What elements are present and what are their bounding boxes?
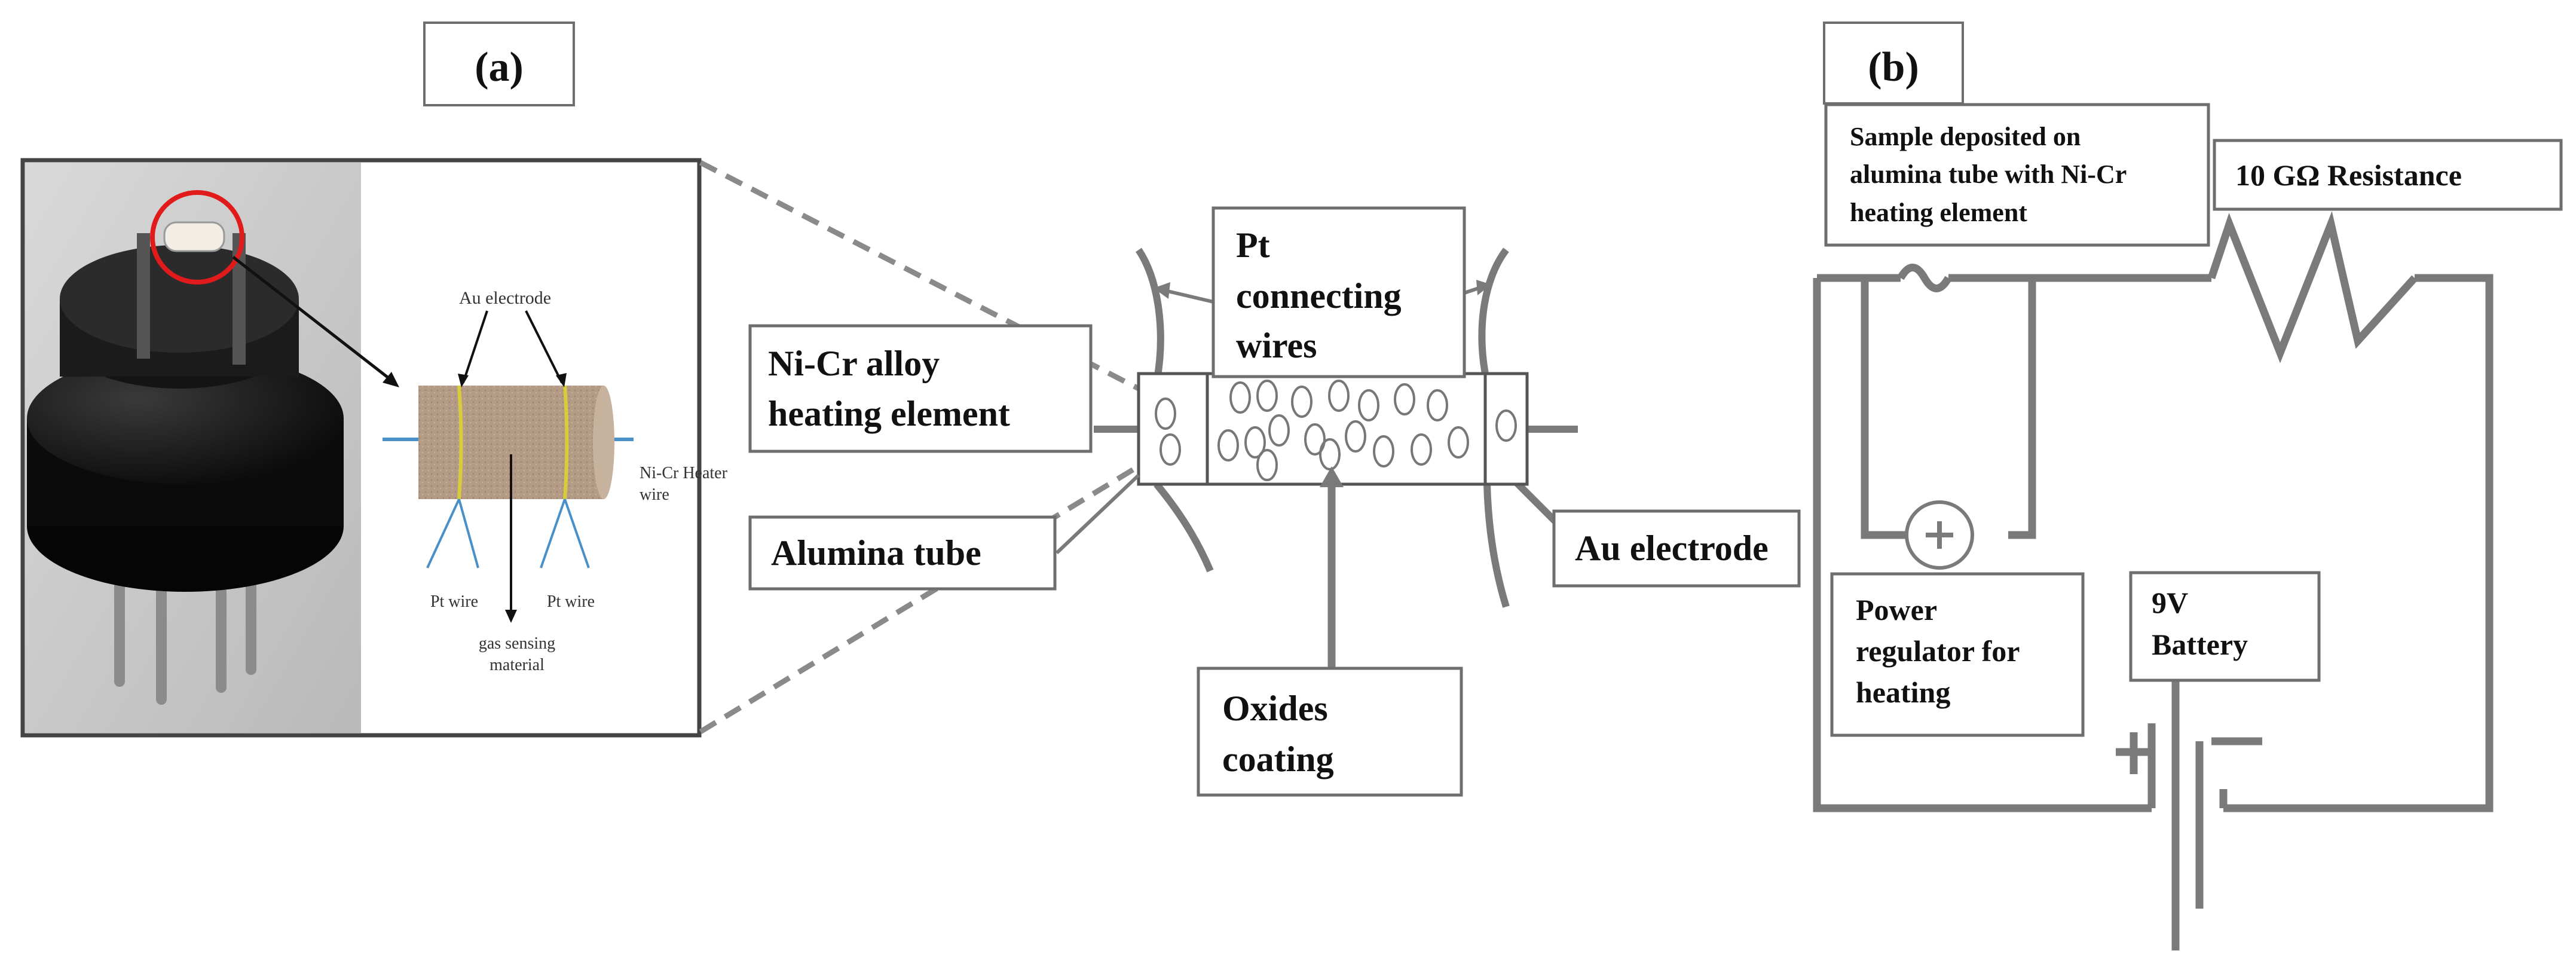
label-power-regulator: Power regulator for heating (1830, 572, 2085, 737)
label-oxides-coating: Oxides coating (1197, 667, 1463, 797)
panel-a-label: (a) (475, 44, 524, 90)
alumina-tube-label: Alumina tube (771, 533, 981, 573)
resistance-label: 10 GΩ Resistance (2235, 158, 2462, 192)
battery-line1: 9V (2152, 586, 2188, 619)
pt-wires-line3: wires (1236, 326, 1317, 365)
label-resistance: 10 GΩ Resistance (2213, 139, 2563, 211)
oxides-coating-line1: Oxides (1222, 689, 1328, 728)
battery-symbol (2116, 681, 2262, 950)
panel-b: (b) (1813, 22, 2563, 950)
photo-au-electrode-label: Au electrode (459, 288, 551, 308)
pt-wires-line2: connecting (1236, 276, 1402, 316)
sample-line3: heating element (1850, 198, 2027, 227)
sensor-element (1055, 247, 1578, 670)
sample-line2: alumina tube with Ni-Cr (1850, 160, 2127, 189)
power-regulator-line3: heating (1856, 675, 1950, 709)
photo-zoom-arrow (232, 256, 396, 384)
pt-wires-line1: Pt (1236, 225, 1270, 265)
sample-line1: Sample deposited on (1850, 122, 2081, 151)
oxide-grains (1155, 380, 1517, 481)
label-sample: Sample deposited on alumina tube with Ni… (1824, 103, 2210, 247)
power-regulator-line2: regulator for (1856, 634, 2020, 668)
photo-alumina-tube (163, 221, 225, 252)
panel-b-label: (b) (1868, 44, 1919, 90)
nicr-alloy-line1: Ni-Cr alloy (768, 344, 940, 383)
panel-a-label-box (423, 22, 575, 106)
pt-wire-left (1135, 247, 1164, 384)
photo-pt-wire-left-label: Pt wire (430, 592, 478, 611)
label-battery: 9V Battery (2129, 571, 2321, 682)
circuit (1813, 211, 2494, 812)
nicr-alloy-line2: heating element (768, 394, 1010, 433)
pt-wire-right (1478, 247, 1509, 384)
battery-line2: Battery (2152, 628, 2248, 661)
label-au-electrode: Au electrode (1552, 509, 1801, 588)
oxides-coating-line2: coating (1222, 739, 1334, 779)
label-nicr-alloy: Ni-Cr alloy heating element (748, 324, 1093, 453)
label-pt-wires: Pt connecting wires (1211, 206, 1466, 378)
au-electrode-label: Au electrode (1575, 528, 1769, 568)
regulator-symbol (1905, 500, 1974, 570)
sensor-base (27, 245, 344, 592)
photo-pt-wire-right-label: Pt wire (547, 592, 595, 611)
panel-a: (a) (20, 22, 1801, 797)
highlight-circle (150, 190, 244, 285)
resistor-zigzag (2207, 211, 2418, 363)
power-regulator-line1: Power (1856, 593, 1937, 626)
label-alumina-tube: Alumina tube (748, 515, 1057, 591)
